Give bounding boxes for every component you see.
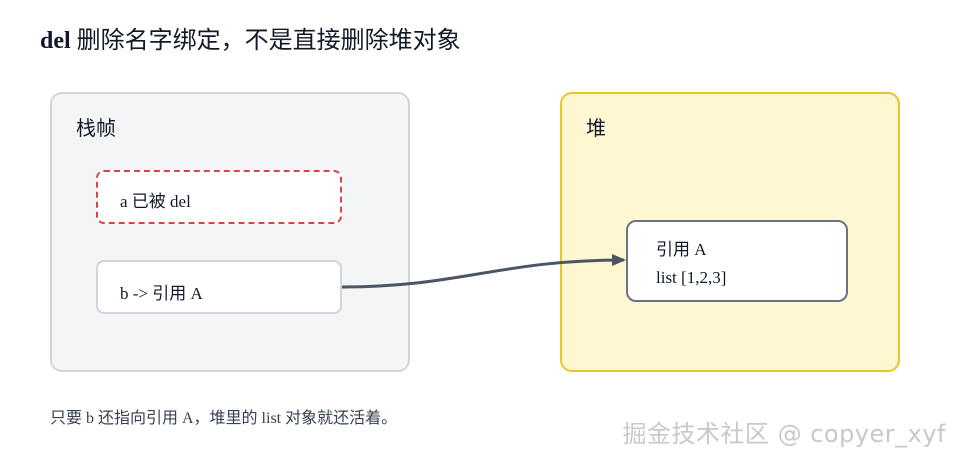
heap-panel: 堆 引用 A list [1,2,3] — [560, 92, 900, 372]
diagram-title: del 删除名字绑定，不是直接删除堆对象 — [40, 20, 461, 55]
heap-label: 堆 — [586, 118, 606, 140]
title-text: 删除名字绑定，不是直接删除堆对象 — [70, 28, 461, 54]
heap-object-value: list [1,2,3] — [656, 268, 727, 287]
live-binding-text: b -> 引用 A — [120, 284, 203, 303]
live-binding-box: b -> 引用 A — [96, 260, 342, 314]
deleted-binding-text: a 已被 del — [120, 192, 191, 211]
heap-object-box: 引用 A list [1,2,3] — [626, 220, 848, 302]
title-keyword: del — [40, 28, 71, 54]
stack-frame-panel: 栈帧 a 已被 del b -> 引用 A — [50, 92, 410, 372]
watermark: 掘金技术社区 @ copyer_xyf — [622, 420, 946, 448]
heap-object-ref: 引用 A — [656, 240, 707, 259]
explanation-note: 只要 b 还指向引用 A，堆里的 list 对象就还活着。 — [50, 410, 398, 427]
deleted-binding-box: a 已被 del — [96, 170, 342, 224]
stack-frame-label: 栈帧 — [76, 118, 116, 140]
